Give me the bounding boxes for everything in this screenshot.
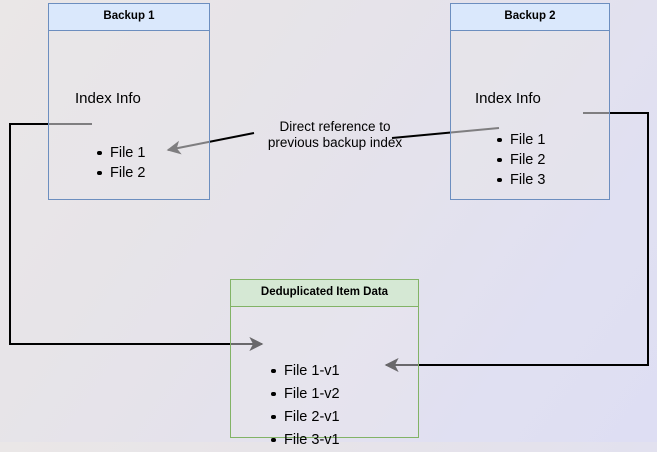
- list-item: File 3: [495, 170, 545, 190]
- node-deduplicated-item-data[interactable]: Deduplicated Item Data File 1-v1 File 1-…: [230, 279, 419, 448]
- node-backup-1[interactable]: Backup 1 Index Info File 1 File 2: [48, 3, 210, 200]
- backup-1-file-list: File 1 File 2: [95, 143, 145, 183]
- dedup-file-list: File 1-v1 File 1-v2 File 2-v1 File 3-v1: [269, 360, 340, 452]
- list-item: File 3-v1: [269, 429, 340, 452]
- backup-2-index-label: Index Info: [475, 89, 541, 107]
- list-item: File 1-v1: [269, 360, 340, 383]
- backup-2-header: Backup 2: [451, 4, 609, 31]
- dedup-header: Deduplicated Item Data: [231, 280, 418, 307]
- list-item: File 1: [495, 130, 545, 150]
- annotation-line-1: Direct reference to: [279, 119, 391, 134]
- list-item: File 2: [495, 150, 545, 170]
- backup-1-header: Backup 1: [49, 4, 209, 31]
- backup-2-file-list: File 1 File 2 File 3: [495, 130, 545, 190]
- annotation-line-2: previous backup index: [267, 135, 403, 150]
- node-backup-2[interactable]: Backup 2 Index Info File 1 File 2 File 3: [450, 3, 610, 200]
- list-item: File 2: [95, 163, 145, 183]
- list-item: File 1: [95, 143, 145, 163]
- annotation-direct-reference: Direct reference to previous backup inde…: [246, 119, 424, 151]
- list-item: File 1-v2: [269, 383, 340, 406]
- list-item: File 2-v1: [269, 406, 340, 429]
- backup-1-index-label: Index Info: [75, 89, 141, 107]
- diagram-canvas: Backup 1 Index Info File 1 File 2 Backup…: [9, 3, 649, 448]
